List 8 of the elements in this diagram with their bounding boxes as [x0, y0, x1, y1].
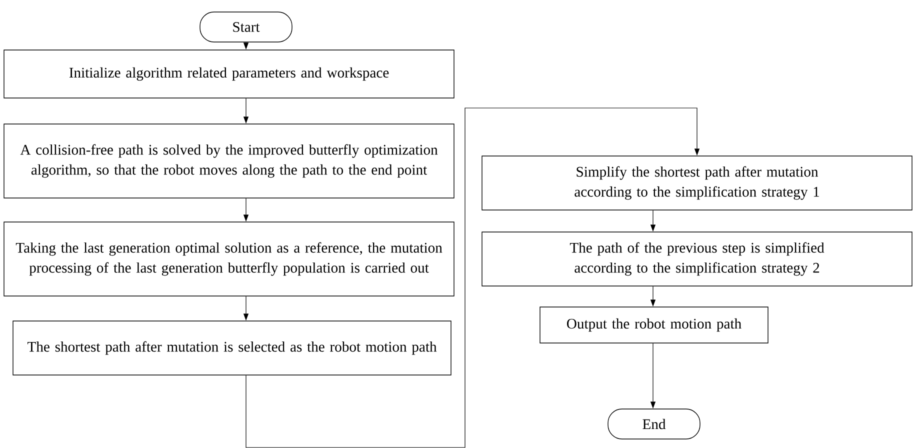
process-box: Output the robot motion path — [540, 306, 768, 344]
process-box: A collision-free path is solved by the improved butterfly optimization algorithm, so that the robot moves along the path to the end point — [4, 124, 454, 198]
process-box: The shortest path after mutation is selected as the robot motion path — [12, 320, 452, 376]
process-box: Initialize algorithm related parameters and workspace — [4, 50, 454, 98]
arrow — [246, 108, 700, 448]
process-box: Taking the last generation optimal solution as a reference, the mutation processing of the last generation butterfly population is carried out — [4, 222, 454, 296]
process-box: Simplify the shortest path after mutation according to the simplification strategy 1 — [482, 156, 912, 210]
process-box: The path of the previous step is simplified according to the simplification strategy 2 — [482, 232, 912, 286]
